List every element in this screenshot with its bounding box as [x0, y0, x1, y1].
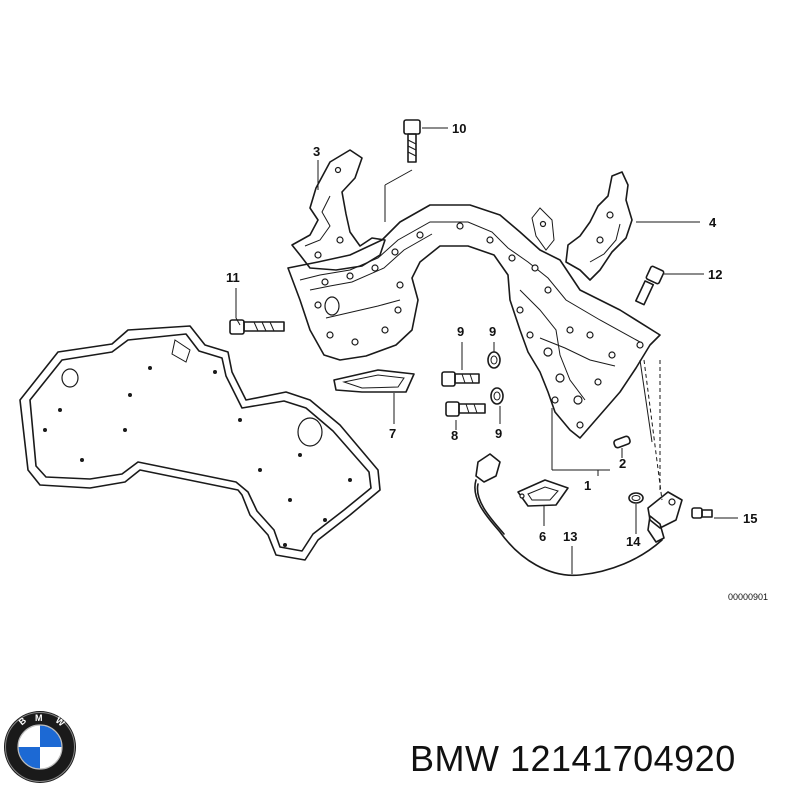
callout-9-upper: 9	[489, 324, 496, 339]
callout-13: 13	[563, 529, 577, 544]
callouts: 10 3 4 11 12 9 9 7 8 9 2 1 6 13 14 15	[226, 121, 757, 549]
callout-11: 12	[708, 267, 722, 282]
bolt-7	[445, 401, 486, 417]
sensor-14	[628, 491, 683, 543]
bolt-12	[403, 119, 421, 163]
callout-15: 15	[743, 511, 757, 526]
callout-1: 1	[584, 478, 591, 493]
diagram-reference-number: 00000901	[728, 592, 768, 602]
bmw-logo: B M W	[4, 711, 76, 783]
part-number-caption: BMW 12141704920	[410, 738, 736, 779]
washer-9-upper	[487, 351, 501, 369]
callout-10: 11	[226, 270, 240, 285]
callout-9-lower: 9	[495, 426, 502, 441]
timing-case-housing	[287, 204, 661, 439]
callout-3: 3	[313, 144, 320, 159]
callout-12: 10	[452, 121, 466, 136]
callout-5: 7	[389, 426, 396, 441]
svg-text:M: M	[35, 713, 43, 723]
bolt-8	[441, 371, 480, 387]
callout-14: 14	[626, 534, 641, 549]
callout-7: 8	[451, 428, 458, 443]
gasket-6	[517, 479, 569, 507]
sensor-cable-13	[474, 453, 663, 577]
callout-6: 6	[539, 529, 546, 544]
timing-cover-gasket	[19, 325, 381, 561]
gasket-5	[333, 369, 415, 393]
dowel-2	[613, 435, 631, 449]
leader-lines	[235, 127, 738, 574]
washer-9-lower	[490, 387, 504, 405]
bolt-11	[635, 265, 665, 306]
callout-4: 4	[709, 215, 717, 230]
callout-2: 2	[619, 456, 626, 471]
bolt-15	[691, 507, 713, 519]
upper-gasket-right	[531, 171, 633, 281]
callout-8: 9	[457, 324, 464, 339]
upper-gasket-left	[291, 149, 386, 271]
svg-text:B: B	[17, 715, 29, 727]
